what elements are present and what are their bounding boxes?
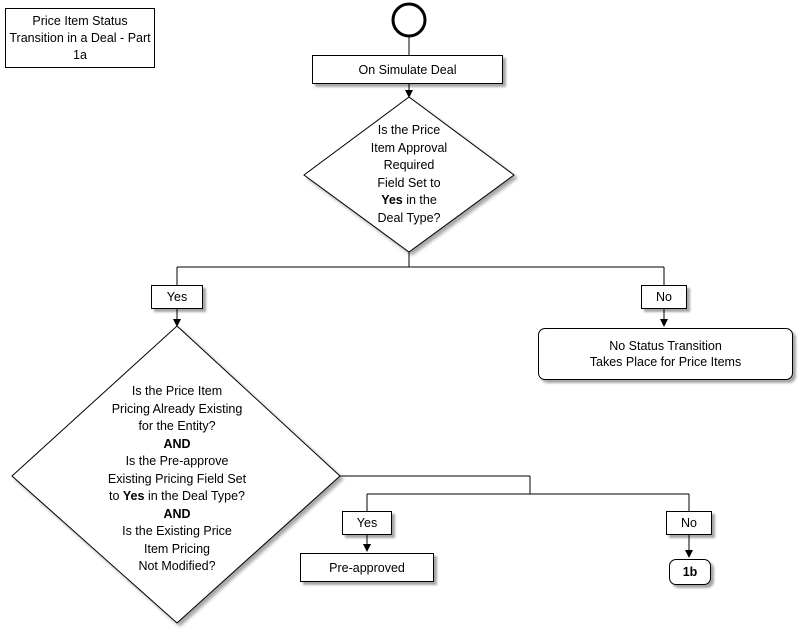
diagram-title: Price Item Status Transition in a Deal -… — [5, 8, 155, 68]
no-transition-line1: No Status Transition — [609, 339, 722, 353]
decision1-line5-rest: in the — [402, 193, 437, 207]
decision2-line6: to Yes in the Deal Type? — [87, 488, 267, 506]
decision2-line9: Not Modified? — [138, 559, 216, 573]
no2-label-box: No — [666, 511, 712, 535]
decision1-yes-bold: Yes — [381, 193, 403, 207]
decision1-diamond — [303, 96, 515, 253]
decision2-line6-pre: to — [109, 489, 123, 503]
decision2-line2: Pricing Already Existing — [111, 401, 243, 416]
no-transition-line2: Takes Place for Price Items — [589, 355, 742, 369]
decision2-text: Is the Price Item Pricing Already Existi… — [87, 383, 267, 576]
decision2-diamond — [11, 325, 341, 624]
decision1-line2: Item Approval — [370, 140, 448, 155]
decision1-line4: Field Set to — [377, 175, 441, 190]
decision2-and1: AND — [163, 436, 191, 451]
decision2-line7: Is the Existing Price — [122, 524, 232, 538]
yes2-label-box: Yes — [342, 511, 392, 535]
on-simulate-deal-box: On Simulate Deal — [312, 55, 503, 84]
decision2-line6-rest: in the Deal Type? — [144, 489, 245, 503]
pre-approved-box: Pre-approved — [300, 553, 434, 582]
decision2-line4: Is the Pre-approve — [125, 454, 229, 468]
start-node — [391, 2, 427, 38]
decision2-line5: Existing Pricing Field Set — [107, 471, 247, 486]
decision1-line6: Deal Type? — [377, 210, 441, 225]
decision1-text: Is the Price Item Approval Required Fiel… — [339, 122, 479, 227]
decision2-line8: Item Pricing — [144, 541, 210, 556]
decision2-line1: Is the Price Item — [131, 384, 223, 398]
decision1-line1: Is the Price — [377, 123, 441, 137]
decision2-yes-bold: Yes — [122, 489, 145, 503]
no-status-transition-box: No Status Transition Takes Place for Pri… — [538, 328, 793, 380]
decision2-and2: AND — [163, 506, 191, 521]
decision1-line5: Yes in the — [339, 192, 479, 210]
no1-label-box: No — [641, 285, 687, 309]
decision1-line3: Required — [383, 158, 435, 172]
connector-1b-box: 1b — [669, 559, 711, 585]
yes1-label-box: Yes — [151, 285, 203, 309]
decision2-line3: for the Entity? — [138, 419, 216, 433]
